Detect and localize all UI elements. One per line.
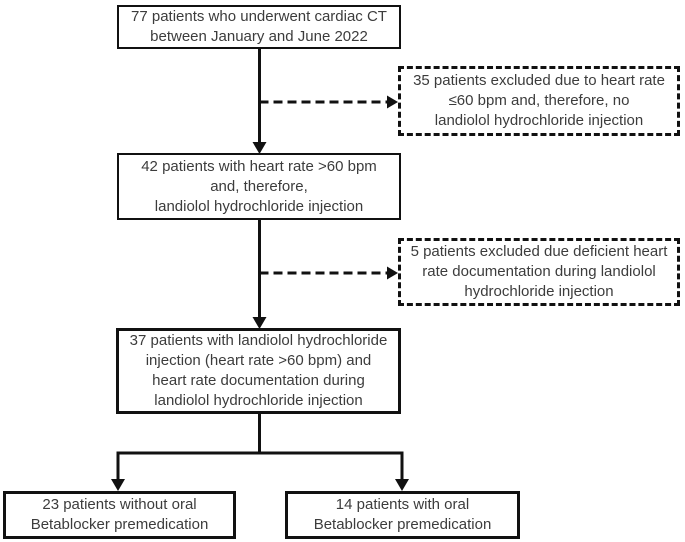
- dashed-arrow-to-excluded5: [259, 266, 398, 280]
- node-text-line: landiolol hydrochloride injection: [154, 197, 364, 215]
- node-text-line: Betablocker premedication: [313, 516, 492, 533]
- node-text-line: between January and June 2022: [150, 28, 368, 45]
- node-text-line: 14 patients with oral: [335, 496, 470, 513]
- node-text-line: 77 patients who underwent cardiac CT: [131, 8, 387, 25]
- node-text-line: landiolol hydrochloride injection: [154, 392, 363, 409]
- node-text-line: 23 patients without oral: [42, 496, 197, 513]
- node-without-betablocker-23: 23 patients without oral Betablocker pre…: [3, 491, 236, 539]
- node-text-line: 37 patients with landiolol hydrochloride: [129, 332, 388, 349]
- node-patients-42: 42 patients with heart rate >60 bpm and,…: [117, 153, 401, 220]
- node-text-line: 42 patients with heart rate >60 bpm: [141, 157, 377, 175]
- arrow-patients42-to-patients37: [252, 219, 267, 329]
- node-excluded-5: 5 patients excluded due deficient heart …: [398, 238, 680, 306]
- node-text-line: Betablocker premedication: [30, 516, 209, 533]
- node-patients-37: 37 patients with landiolol hydrochloride…: [116, 328, 401, 414]
- node-text-line: rate documentation during landiolol: [422, 263, 656, 280]
- node-patients-77: 77 patients who underwent cardiac CT bet…: [117, 5, 401, 49]
- node-text-line: ≤60 bpm and, therefore, no: [448, 92, 630, 109]
- node-with-betablocker-14: 14 patients with oral Betablocker premed…: [285, 491, 520, 539]
- dashed-arrow-to-excluded35: [259, 95, 398, 109]
- arrow-patients77-to-patients42: [252, 48, 267, 154]
- node-excluded-35: 35 patients excluded due to heart rate ≤…: [398, 66, 680, 136]
- node-text-line: 5 patients excluded due deficient heart: [410, 243, 668, 260]
- node-text-line: injection (heart rate >60 bpm) and: [145, 352, 372, 369]
- node-text-line: landiolol hydrochloride injection: [434, 112, 644, 129]
- node-text-line: and, therefore,: [210, 177, 308, 195]
- node-text-line: 35 patients excluded due to heart rate: [413, 72, 665, 89]
- node-text-line: hydrochloride injection: [464, 283, 614, 300]
- fork-patients37-to-branches: [111, 413, 409, 491]
- node-text-line: heart rate documentation during: [152, 372, 365, 389]
